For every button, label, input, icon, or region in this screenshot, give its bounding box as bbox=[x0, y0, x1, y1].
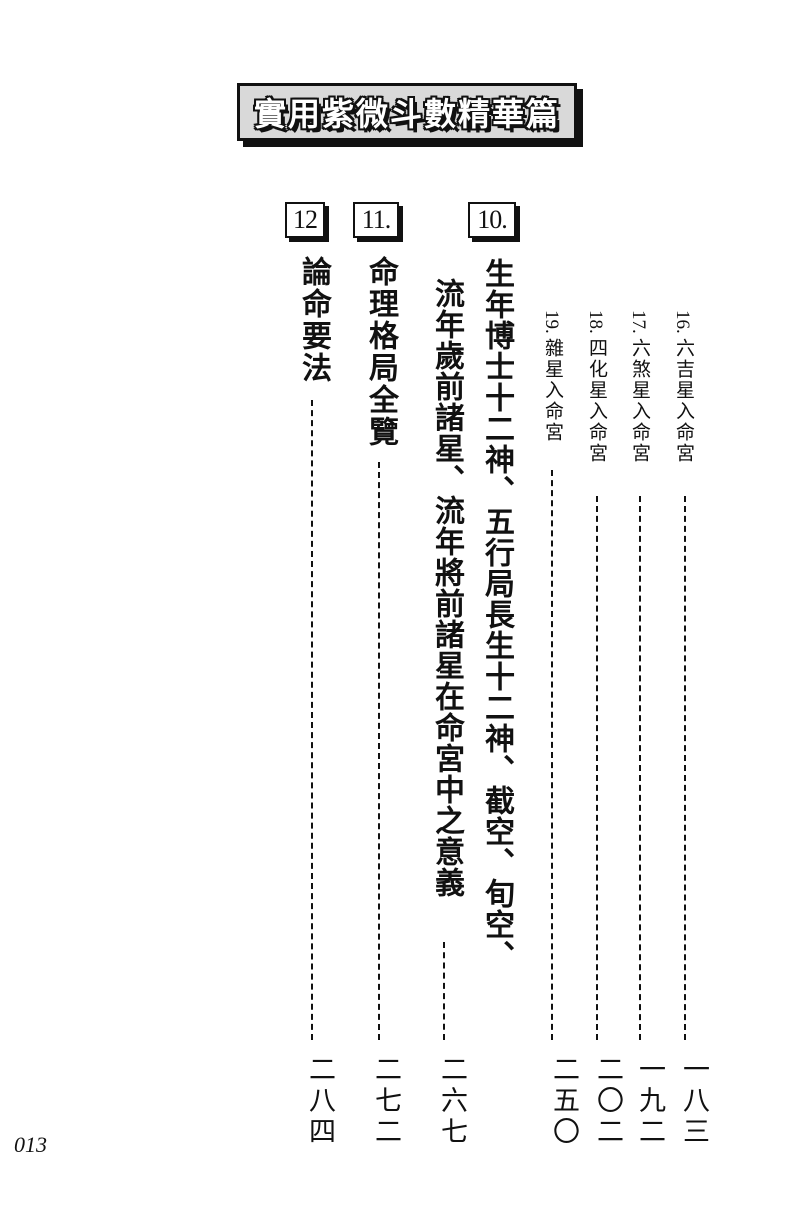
chapter-title[interactable]: 論命要法 bbox=[296, 256, 331, 384]
page-number: 一八三 bbox=[678, 1055, 709, 1148]
title-banner: 實用紫微斗數精華篇 bbox=[237, 83, 577, 141]
chapter-number: 10. bbox=[477, 205, 507, 234]
dot-leader bbox=[443, 942, 445, 1040]
chapter-title[interactable]: 命理格局全覽 bbox=[363, 256, 398, 448]
page-number: 一九二 bbox=[634, 1055, 665, 1148]
subsection-title[interactable]: 四化星入命宮 bbox=[586, 338, 608, 464]
subsection-title[interactable]: 六煞星入命宮 bbox=[629, 338, 651, 464]
chapter-number-box: 11. bbox=[353, 202, 399, 238]
subsection-number: 19. bbox=[541, 310, 562, 334]
dot-leader bbox=[311, 400, 313, 1040]
subsection-number: 18. bbox=[585, 310, 606, 334]
page-number: 二八四 bbox=[304, 1055, 335, 1148]
subsection-title[interactable]: 雜星入命宮 bbox=[542, 338, 564, 443]
page-number: 二六七 bbox=[436, 1055, 467, 1148]
dot-leader bbox=[596, 496, 598, 1040]
dot-leader bbox=[378, 462, 380, 1040]
subsection-number: 17. bbox=[628, 310, 649, 334]
page-number: 二五〇 bbox=[548, 1055, 579, 1148]
chapter-number-box: 10. bbox=[468, 202, 516, 238]
dot-leader bbox=[551, 470, 553, 1040]
page-number: 二七二 bbox=[370, 1055, 401, 1148]
dot-leader bbox=[684, 496, 686, 1040]
chapter-title-line-2[interactable]: 流年歲前諸星、流年將前諸星在命宮中之意義 bbox=[429, 278, 464, 898]
banner-title: 實用紫微斗數精華篇 bbox=[253, 95, 560, 133]
subsection-title[interactable]: 六吉星入命宮 bbox=[673, 338, 695, 464]
chapter-number-box: 12 bbox=[285, 202, 325, 238]
chapter-number: 12 bbox=[293, 205, 318, 234]
dot-leader bbox=[639, 496, 641, 1040]
chapter-title-line-1[interactable]: 生年博士十二神、五行局長生十二神、截空、旬空、 bbox=[479, 258, 514, 971]
page-number: 二〇二 bbox=[592, 1055, 623, 1148]
subsection-number: 16. bbox=[672, 310, 693, 334]
chapter-number: 11. bbox=[361, 205, 392, 234]
folio-page-number: 013 bbox=[14, 1132, 47, 1157]
